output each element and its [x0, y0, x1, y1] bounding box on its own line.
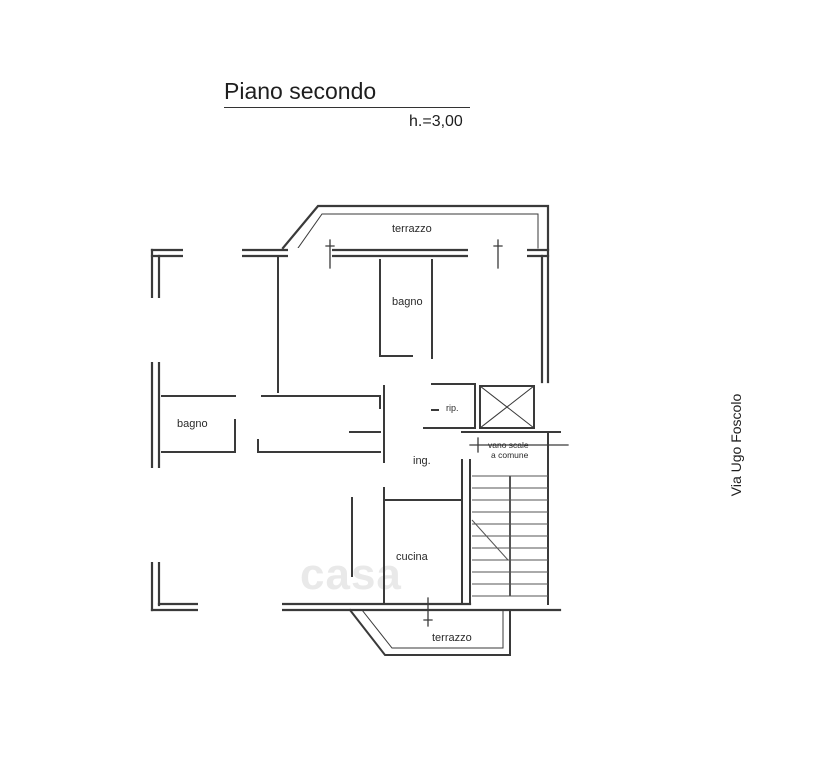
door-mark-bottom — [423, 597, 433, 627]
door-mark-stair — [469, 437, 569, 453]
wall-corridor-inner — [349, 385, 385, 463]
terrace-top-outline — [281, 204, 550, 250]
room-label-ingresso: ing. — [413, 455, 431, 467]
terrace-bottom-outline — [348, 608, 511, 656]
ceiling-height: h.=3,00 — [409, 113, 463, 130]
lift-cross — [479, 385, 535, 429]
plan-title: Piano secondo — [224, 78, 377, 104]
room-label-terrazzo-bottom: terrazzo — [432, 632, 472, 644]
room-label-vano-scale-1: vano scale — [488, 440, 529, 450]
wall-bath-top-left — [379, 259, 413, 357]
wall-rip — [423, 383, 476, 429]
door-mark-top2 — [493, 239, 503, 269]
room-label-bagno-left: bagno — [177, 418, 208, 430]
staircase-treads — [471, 475, 548, 597]
room-label-bagno-top: bagno — [392, 296, 423, 308]
room-label-cucina: cucina — [396, 551, 428, 563]
exterior-wall-right-upper — [540, 248, 550, 384]
terrace-bottom-inner — [361, 609, 504, 649]
wall-corridor-bottom — [257, 439, 381, 453]
door-mark-top1 — [325, 239, 335, 269]
wall-corridor-top — [261, 395, 381, 409]
street-name: Via Ugo Foscolo — [728, 393, 744, 497]
room-label-terrazzo-top: terrazzo — [392, 223, 432, 235]
room-label-vano-scale-2: a comune — [491, 450, 529, 460]
terrace-top-inner — [297, 213, 539, 249]
title-underline — [224, 107, 470, 108]
room-label-rip: rip. — [446, 403, 459, 413]
wall-bagno-left-right — [161, 419, 236, 453]
wall-stair-left — [461, 459, 471, 605]
